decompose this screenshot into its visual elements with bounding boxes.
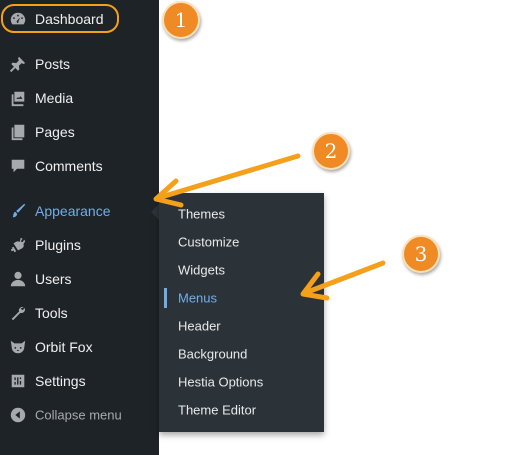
step-badge-1: 1 — [162, 1, 200, 39]
paintbrush-icon — [8, 201, 28, 221]
submenu-item-hestia-options[interactable]: Hestia Options — [159, 368, 324, 396]
submenu-item-background[interactable]: Background — [159, 340, 324, 368]
menu-label: Posts — [35, 56, 71, 72]
current-item-indicator — [164, 288, 167, 308]
fox-icon — [8, 337, 28, 357]
comments-icon — [8, 156, 28, 176]
submenu-label: Theme Editor — [178, 402, 257, 418]
menu-label: Dashboard — [35, 11, 104, 27]
menu-item-tools[interactable]: Tools — [0, 296, 159, 330]
collapse-icon — [8, 405, 28, 425]
media-icon — [8, 88, 28, 108]
submenu-label: Themes — [178, 206, 225, 222]
menu-item-media[interactable]: Media — [0, 81, 159, 115]
collapse-menu-label: Collapse menu — [35, 407, 122, 423]
menu-label: Appearance — [35, 203, 111, 219]
menu-item-dashboard[interactable]: Dashboard — [0, 2, 159, 36]
submenu-pointer — [151, 204, 159, 220]
menu-label: Pages — [35, 124, 75, 140]
admin-sidebar: Dashboard Posts Media Pages Comments App… — [0, 0, 159, 455]
submenu-item-theme-editor[interactable]: Theme Editor — [159, 396, 324, 424]
menu-label: Users — [35, 271, 72, 287]
menu-item-pages[interactable]: Pages — [0, 115, 159, 149]
menu-label: Orbit Fox — [35, 339, 93, 355]
menu-item-plugins[interactable]: Plugins — [0, 228, 159, 262]
collapse-menu-button[interactable]: Collapse menu — [0, 398, 159, 432]
plugin-icon — [8, 235, 28, 255]
menu-item-posts[interactable]: Posts — [0, 47, 159, 81]
settings-icon — [8, 371, 28, 391]
menu-item-users[interactable]: Users — [0, 262, 159, 296]
submenu-label: Menus — [178, 290, 218, 306]
submenu-label: Customize — [178, 234, 240, 250]
arrow-head-menus — [300, 271, 330, 301]
step-number: 3 — [414, 242, 428, 266]
submenu-label: Widgets — [178, 262, 225, 278]
submenu-item-menus[interactable]: Menus — [159, 284, 324, 312]
pages-icon — [8, 122, 28, 142]
users-icon — [8, 269, 28, 289]
arrow-head-appearance — [153, 178, 184, 208]
submenu-label: Header — [178, 318, 221, 334]
menu-item-appearance[interactable]: Appearance — [0, 194, 159, 228]
menu-label: Settings — [35, 373, 86, 389]
menu-item-orbit-fox[interactable]: Orbit Fox — [0, 330, 159, 364]
submenu-item-customize[interactable]: Customize — [159, 228, 324, 256]
submenu-item-themes[interactable]: Themes — [159, 200, 324, 228]
menu-label: Media — [35, 90, 74, 106]
submenu-label: Background — [178, 346, 248, 362]
menu-item-settings[interactable]: Settings — [0, 364, 159, 398]
appearance-submenu: Themes Customize Widgets Menus Header Ba… — [159, 193, 324, 432]
menu-label: Comments — [35, 158, 103, 174]
dashboard-icon — [8, 9, 28, 29]
arrow-to-appearance — [155, 153, 301, 201]
menu-label: Tools — [35, 305, 68, 321]
submenu-item-header[interactable]: Header — [159, 312, 324, 340]
step-number: 1 — [174, 8, 188, 32]
submenu-label: Hestia Options — [178, 374, 264, 390]
arrow-to-menus — [302, 260, 386, 296]
wrench-icon — [8, 303, 28, 323]
menu-label: Plugins — [35, 237, 81, 253]
pin-icon — [8, 54, 28, 74]
step-badge-2: 2 — [312, 132, 350, 170]
step-number: 2 — [324, 139, 338, 163]
step-badge-3: 3 — [402, 235, 440, 273]
submenu-item-widgets[interactable]: Widgets — [159, 256, 324, 284]
menu-item-comments[interactable]: Comments — [0, 149, 159, 183]
